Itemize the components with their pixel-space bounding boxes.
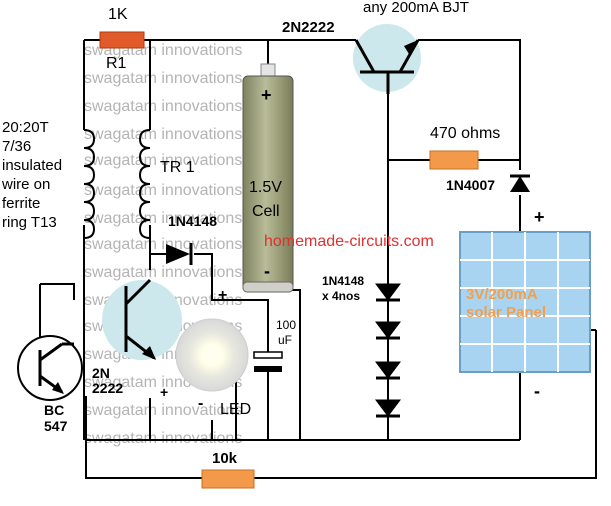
cap-value-label: 100 uF <box>276 318 297 347</box>
diode <box>375 283 401 301</box>
transistor-bc547 <box>17 335 83 401</box>
r1-resistor <box>99 31 145 49</box>
watermark-text: swagatam innovations <box>84 182 243 199</box>
coil-primary <box>83 129 96 239</box>
battery-cell <box>242 63 294 293</box>
q-top-part-label: 2N2222 <box>282 19 335 36</box>
wire <box>85 330 597 479</box>
panel-plus-label: + <box>534 207 545 227</box>
cap-plus-label: + <box>218 287 228 304</box>
wire <box>232 299 269 352</box>
cell-base <box>242 281 294 293</box>
r1-name-label: R1 <box>106 55 127 72</box>
transistor-2n2222-osc <box>102 278 182 360</box>
diode-1n4148-label: 1N4148 <box>168 213 218 229</box>
transistor-2n2222-top <box>353 24 421 94</box>
diode-1n4007-label: 1N4007 <box>446 177 496 193</box>
watermark-text: swagatam innovations <box>84 210 243 227</box>
watermark-text: swagatam innovations <box>84 236 243 253</box>
r10k-label: 10k <box>212 450 238 467</box>
panel-label: 3V/200mA solar Panel <box>466 286 547 321</box>
watermark-text: swagatam innovations <box>84 402 243 419</box>
wire <box>40 283 75 300</box>
diode <box>375 321 401 339</box>
diode <box>375 399 401 417</box>
cell-plus-label: + <box>261 85 272 105</box>
transformer-coils <box>83 129 151 239</box>
watermark-text: swagatam innovations <box>84 70 243 87</box>
coil-spec-label: 20:20T 7/36 insulated wire on ferrite ri… <box>2 119 63 231</box>
coil-secondary <box>138 129 151 239</box>
led <box>175 318 249 392</box>
diode <box>375 361 401 379</box>
q-bc547-label: BC 547 <box>44 402 68 434</box>
cell-voltage-label: 1.5V <box>249 179 282 196</box>
led-label: LED <box>220 401 252 418</box>
wire <box>387 94 430 161</box>
wire <box>268 289 301 440</box>
diode-1n4148-osc <box>166 243 193 265</box>
panel-minus-label: - <box>534 381 540 401</box>
site-watermark: homemade-circuits.com <box>264 233 434 250</box>
solar-panel <box>459 231 591 373</box>
cell-word-label: Cell <box>252 203 280 220</box>
r1-value-label: 1K <box>108 6 128 23</box>
watermark-text: swagatam innovations <box>84 264 243 281</box>
watermark-text: swagatam innovations <box>84 430 243 447</box>
diode-string <box>375 283 401 418</box>
transformer-label: TR 1 <box>160 159 195 176</box>
watermark-text: swagatam innovations <box>84 98 243 115</box>
capacitor-100uf <box>253 351 283 372</box>
diode-string-label: 1N4148 x 4nos <box>322 274 365 303</box>
q-top-note-label: any 200mA BJT <box>363 0 469 16</box>
led-minus-label: - <box>198 395 204 412</box>
cell-minus-label: - <box>264 261 270 281</box>
wires <box>39 39 597 479</box>
r10k-resistor <box>201 469 255 489</box>
q-osc-part-label: 2N 2222 <box>92 365 124 396</box>
r470-resistor <box>429 150 479 170</box>
wire <box>418 39 521 170</box>
wire <box>194 253 232 301</box>
watermark-text: swagatam innovations <box>84 152 243 169</box>
diode-1n4007 <box>510 174 530 192</box>
r470-label: 470 ohms <box>430 125 501 142</box>
watermark-text: swagatam innovations <box>84 126 243 143</box>
led-plus-label: + <box>160 384 169 400</box>
